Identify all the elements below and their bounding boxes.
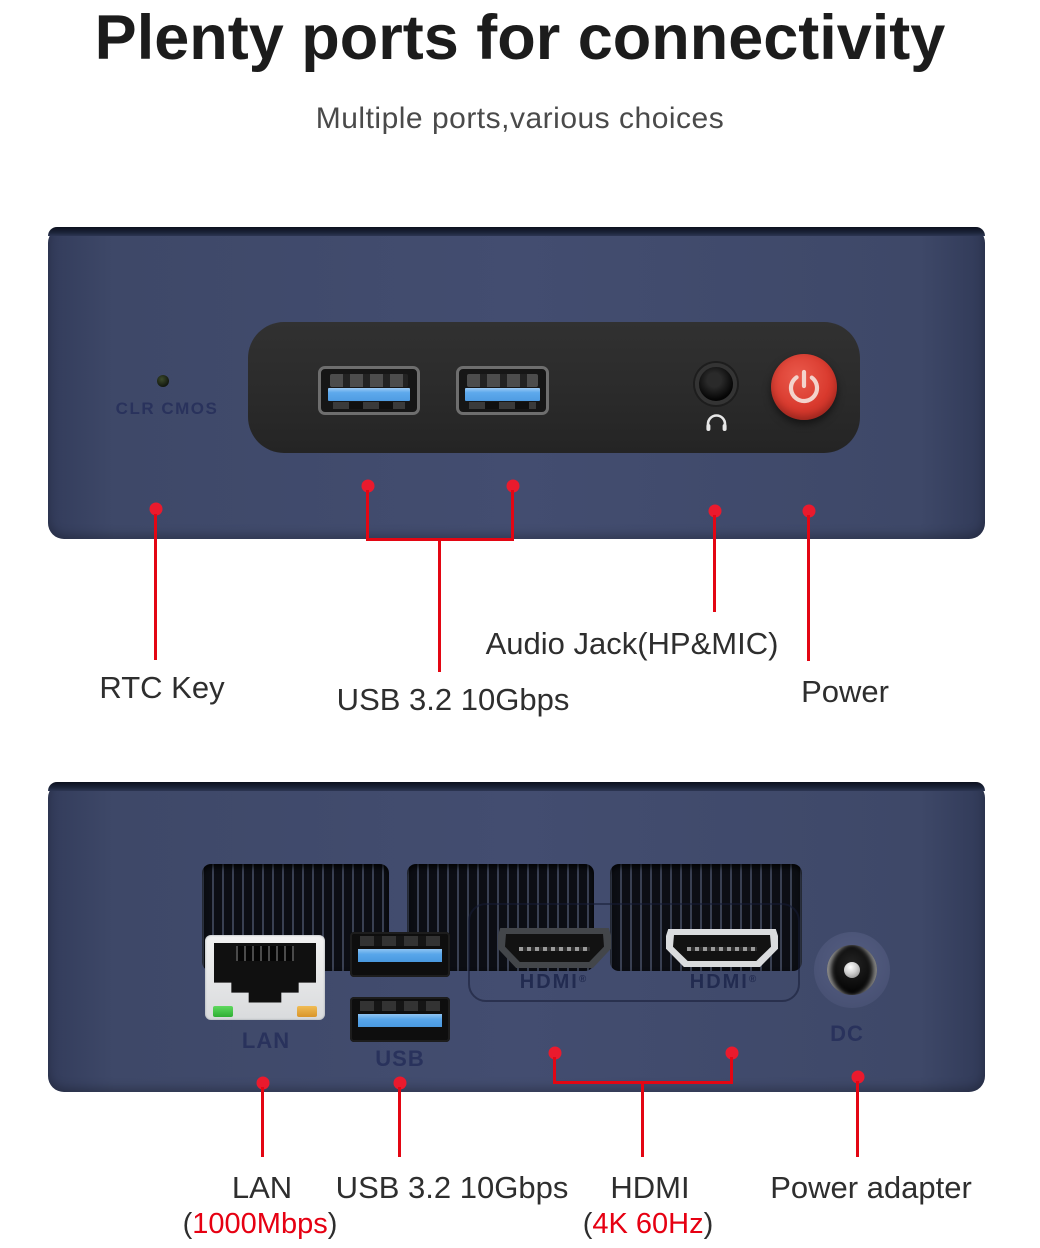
hdmi-pins: [686, 946, 758, 951]
label-lan: LAN: [231, 1170, 293, 1205]
rubber-foot: [867, 531, 972, 549]
clr-cmos-label: CLR CMOS: [115, 399, 219, 418]
usb-contacts: [360, 936, 440, 946]
paren: (: [582, 1208, 593, 1240]
annotation-line-power: [807, 515, 810, 661]
label-front-usb: USB 3.2 10Gbps: [336, 682, 570, 717]
back-usb-port-label: USB: [375, 1046, 425, 1071]
dc-port-label: DC: [830, 1021, 864, 1046]
dc-jack-pin: [844, 962, 860, 978]
annotation-line-power-adapter: [856, 1081, 859, 1157]
power-icon: [788, 369, 820, 404]
usb-notches: [469, 402, 536, 409]
lan-port-opening: [214, 943, 316, 1003]
headphone-icon: [706, 414, 727, 431]
hdmi-port-1: [498, 928, 611, 968]
hdmi-port-1-label: HDMI®: [520, 971, 586, 994]
label-power-adapter: Power adapter: [770, 1170, 972, 1205]
rubber-foot: [867, 1084, 972, 1102]
hdmi-slot: [505, 934, 604, 962]
label-hdmi-spec: (4K 60Hz): [583, 1208, 714, 1241]
annotation-line-hdmi-center: [641, 1081, 644, 1157]
front-usb-port-2: [456, 366, 549, 415]
lan-led-green: [213, 1006, 233, 1017]
paren: ): [327, 1208, 338, 1240]
lan-led-amber: [297, 1006, 317, 1017]
label-back-usb: USB 3.2 10Gbps: [335, 1170, 569, 1205]
paren: ): [703, 1208, 714, 1240]
annotation-dot-lan: [256, 1076, 270, 1090]
annotation-line-rtc: [154, 514, 157, 660]
lan-port: [205, 935, 325, 1020]
back-usb-port-1: [350, 932, 450, 977]
paren: (: [182, 1208, 193, 1240]
registered-mark: ®: [578, 974, 587, 985]
label-lan-speed: (1000Mbps): [183, 1208, 338, 1241]
annotation-line-usb-center: [438, 538, 441, 672]
clr-cmos-pinhole: [157, 375, 169, 387]
annotation-line-usb1: [366, 490, 369, 540]
hdmi-spec-value: 4K 60Hz: [592, 1208, 704, 1240]
front-usb-port-1: [318, 366, 420, 415]
page-title: Plenty ports for connectivity: [94, 3, 946, 73]
hdmi-group-outline: [468, 903, 800, 1002]
rubber-foot: [60, 1084, 168, 1102]
annotation-dot-usb2: [506, 479, 520, 493]
dc-jack: [814, 932, 890, 1008]
annotation-line-usb2: [511, 490, 514, 540]
usb-blue-tongue: [465, 388, 540, 401]
annotation-line-audio: [713, 515, 716, 612]
annotation-dot-audio: [708, 504, 722, 518]
annotation-line-hdmi1: [553, 1057, 556, 1084]
usb-blue-tongue: [358, 949, 442, 962]
hdmi-port-2-label: HDMI®: [690, 971, 756, 994]
annotation-dot-hdmi2: [725, 1046, 739, 1060]
annotation-dot-hdmi1: [548, 1046, 562, 1060]
registered-mark: ®: [748, 974, 757, 985]
annotation-line-hdmi2: [730, 1057, 733, 1084]
annotation-line-back-usb: [398, 1087, 401, 1157]
power-button: [771, 354, 837, 420]
audio-jack: [695, 363, 737, 405]
hdmi-port-2: [666, 929, 778, 967]
lan-speed-value: 1000Mbps: [192, 1208, 328, 1240]
annotation-dot-power-adapter: [851, 1070, 865, 1084]
label-rtc-key: RTC Key: [99, 670, 225, 705]
annotation-dot-back-usb: [393, 1076, 407, 1090]
annotation-line-lan: [261, 1087, 264, 1157]
usb-blue-tongue: [358, 1014, 442, 1027]
lan-pins: [236, 946, 294, 961]
hdmi-pins: [518, 946, 591, 951]
annotation-dot-usb1: [361, 479, 375, 493]
rubber-foot: [60, 531, 168, 549]
annotation-dot-power: [802, 504, 816, 518]
back-usb-port-2: [350, 997, 450, 1042]
hdmi-text: HDMI: [519, 971, 579, 993]
label-power: Power: [801, 674, 889, 709]
usb-contacts: [360, 1001, 440, 1011]
usb-notches: [332, 402, 406, 409]
lan-port-label: LAN: [241, 1028, 291, 1053]
annotation-dot-rtc: [149, 502, 163, 516]
usb-contacts: [466, 374, 539, 387]
hdmi-slot: [673, 935, 771, 961]
usb-blue-tongue: [327, 388, 411, 401]
usb-contacts: [329, 374, 409, 387]
hdmi-text: HDMI: [689, 971, 749, 993]
label-hdmi: HDMI: [610, 1170, 690, 1205]
page-subtitle: Multiple ports,various choices: [315, 102, 725, 135]
label-audio-jack: Audio Jack(HP&MIC): [485, 626, 779, 661]
